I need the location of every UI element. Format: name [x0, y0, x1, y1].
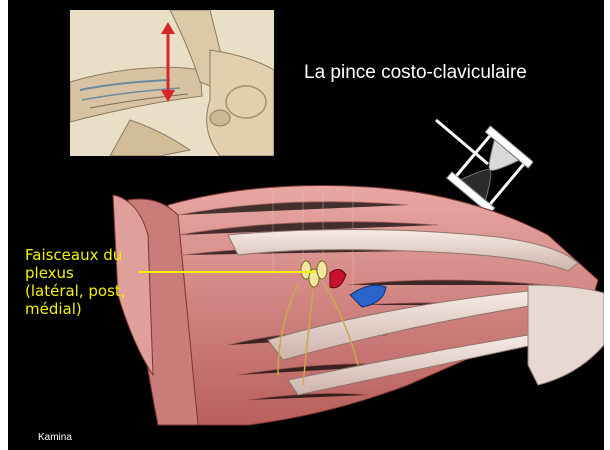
plexus-cords-label: Faisceaux du plexus (latéral, post, médi… [25, 246, 175, 318]
costoclavicular-dissection-image [108, 175, 604, 435]
image-credit: Kamina [38, 432, 72, 443]
double-arrow-icon [158, 22, 178, 102]
slide-title: La pince costo-claviculaire [304, 62, 527, 84]
slide: La pince costo-claviculaire [8, 0, 604, 450]
